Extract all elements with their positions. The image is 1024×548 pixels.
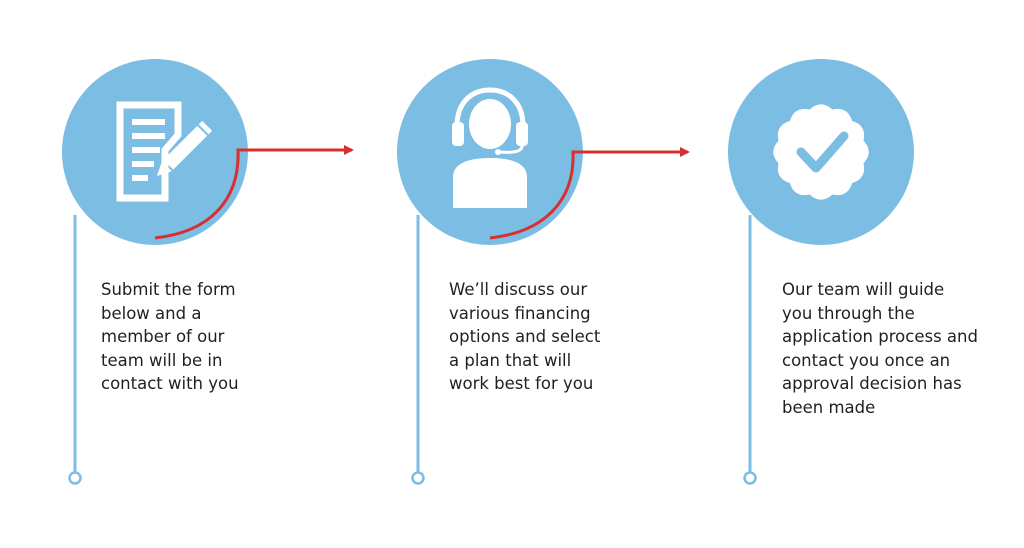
step-3-line-5: approval decision has (782, 374, 962, 393)
timeline-end-dot (743, 471, 757, 485)
step-2-description: We’ll discuss our various financing opti… (449, 278, 600, 396)
step-3-line-2: you through the (782, 303, 915, 323)
step-2-line-4: a plan that will (449, 350, 572, 370)
step-1-line-4: team will be in (101, 350, 223, 370)
step-2-line-3: options and select (449, 327, 601, 346)
document-pencil-icon (116, 101, 213, 202)
connector-arrow (489, 147, 690, 240)
step-1-line-5: contact with you (101, 374, 239, 393)
step-1-line-3: member of our (101, 327, 225, 346)
step-3-line-4: contact you once an (782, 350, 951, 370)
step-1-description: Submit the form below and a member of ou… (101, 278, 239, 396)
approval-badge-icon (773, 104, 869, 200)
step-circle (397, 59, 583, 245)
step-3-line-1: Our team will guide (782, 280, 945, 299)
headset-agent-icon (452, 87, 528, 208)
timeline-end-dot (411, 471, 425, 485)
step-2 (397, 59, 690, 485)
timeline-end-dot (68, 471, 82, 485)
step-1-line-1: Submit the form (101, 280, 236, 299)
step-3-line-6: been made (782, 397, 876, 417)
step-3-line-3: application process and (782, 327, 978, 346)
step-2-line-2: various financing (449, 303, 591, 323)
step-2-line-5: work best for you (449, 374, 594, 393)
step-2-line-1: We’ll discuss our (449, 280, 588, 299)
step-1 (62, 59, 354, 485)
step-1-line-2: below and a (101, 303, 202, 323)
step-3-description: Our team will guide you through the appl… (782, 278, 978, 419)
connector-arrow (154, 145, 354, 240)
step-3 (728, 59, 914, 485)
